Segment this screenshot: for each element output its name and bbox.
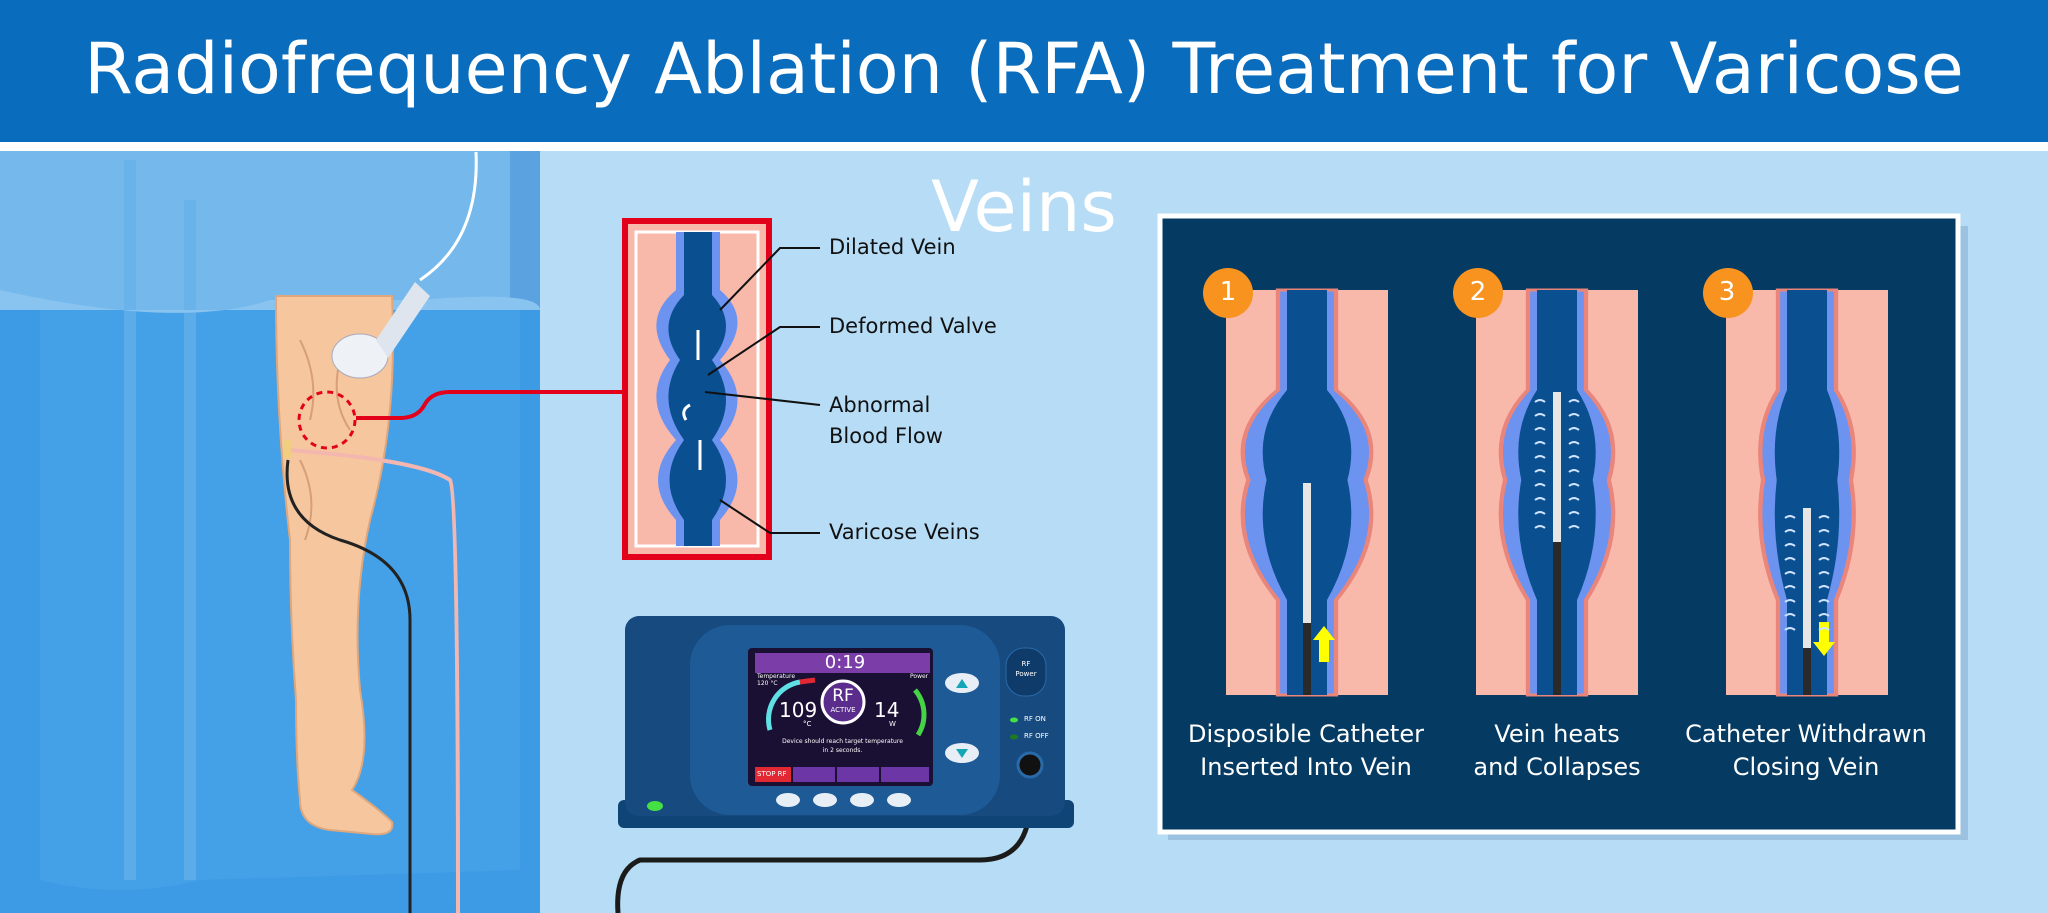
heat-wave-icon <box>1784 571 1830 575</box>
temperature-value: 109 <box>779 698 818 722</box>
heat-wave-icon <box>1534 413 1580 417</box>
catheter-shaft <box>1803 648 1811 695</box>
arrow-up-icon <box>1313 626 1335 662</box>
callout-line <box>356 390 623 420</box>
step-3-number: 3 <box>1718 277 1736 307</box>
catheter-tip <box>1803 508 1811 648</box>
heat-wave-icon <box>1784 529 1830 533</box>
heat-wave-icon <box>1534 497 1580 501</box>
step-2-caption-line1: Vein heats <box>1494 720 1620 748</box>
cable-port <box>1016 751 1044 779</box>
rf-power-label-2: Power <box>1015 670 1037 678</box>
step-badge <box>1703 268 1753 318</box>
heat-wave-icon <box>1534 483 1580 487</box>
device-message-1: Device should reach target temperature <box>782 738 903 745</box>
power-value: 14 <box>874 698 900 722</box>
heat-wave-icon <box>1534 455 1580 459</box>
temperature-label: Temperature <box>757 673 796 680</box>
power-led <box>647 801 663 811</box>
label-dilated-vein: Dilated Vein <box>829 235 956 259</box>
label-abnormal-blood-flow-1: Abnormal <box>829 393 931 417</box>
catheter-tip <box>1553 392 1561 542</box>
step-1-number: 1 <box>1219 277 1237 307</box>
heat-wave-icon <box>1784 585 1830 589</box>
device-message-2: in 2 seconds. <box>822 747 863 754</box>
rf-off-led <box>1010 734 1018 740</box>
rf-power-button <box>1005 647 1047 697</box>
temperature-target: 120 °C <box>757 680 778 687</box>
power-label: Power <box>910 673 929 680</box>
vein-highlight-circle <box>297 390 357 450</box>
rf-on-led <box>1010 717 1018 723</box>
catheter-tip <box>1303 483 1311 623</box>
heat-wave-icon <box>1784 557 1830 561</box>
vein-lumen <box>1774 290 1840 695</box>
step-badge <box>1203 268 1253 318</box>
up-arrow-icon <box>956 679 968 688</box>
catheter-shaft <box>1553 542 1561 695</box>
heat-wave-icon <box>1534 441 1580 445</box>
rf-active: ACTIVE <box>830 706 856 714</box>
step-1-caption-line1: Disposible Catheter <box>1188 720 1424 748</box>
heat-wave-icon <box>1784 543 1830 547</box>
label-deformed-valve: Deformed Valve <box>829 314 997 338</box>
rf-on-label: RF ON <box>1024 715 1046 723</box>
down-arrow-icon <box>956 749 968 758</box>
step-3-caption-line2: Closing Vein <box>1732 753 1880 781</box>
heat-wave-icon <box>1534 525 1580 529</box>
heat-wave-icon <box>1534 427 1580 431</box>
step-1-caption-line2: Inserted Into Vein <box>1200 753 1412 781</box>
label-varicose-veins: Varicose Veins <box>829 520 980 544</box>
step-2-caption-line2: and Collapses <box>1473 753 1641 781</box>
step-badge <box>1453 268 1503 318</box>
heat-wave-icon <box>1534 469 1580 473</box>
catheter-shaft <box>1303 623 1311 695</box>
power-unit: W <box>889 720 896 728</box>
timer: 0:19 <box>824 652 866 673</box>
leg <box>274 295 395 836</box>
step-2-number: 2 <box>1469 277 1487 307</box>
step-3-caption-line1: Catheter Withdrawn <box>1685 720 1927 748</box>
heat-wave-icon <box>1534 399 1580 403</box>
heat-wave-icon <box>1784 599 1830 603</box>
rf-power-label-1: RF <box>1021 660 1031 668</box>
page-title: Radiofrequency Ablation (RFA) Treatment … <box>84 28 1964 248</box>
heat-wave-icon <box>1784 515 1830 519</box>
rf-status: RF <box>832 686 854 706</box>
heat-wave-icon <box>1534 511 1580 515</box>
heat-wave-icon <box>1784 613 1830 617</box>
stop-rf-button[interactable]: STOP RF <box>757 770 787 778</box>
heat-wave-icon <box>1784 627 1830 631</box>
label-abnormal-blood-flow-2: Blood Flow <box>829 424 943 448</box>
temperature-unit: °C <box>803 720 812 728</box>
rf-off-label: RF OFF <box>1024 732 1049 740</box>
arrow-down-icon <box>1813 622 1835 656</box>
divider <box>0 142 2048 151</box>
header-bar <box>0 0 2048 142</box>
